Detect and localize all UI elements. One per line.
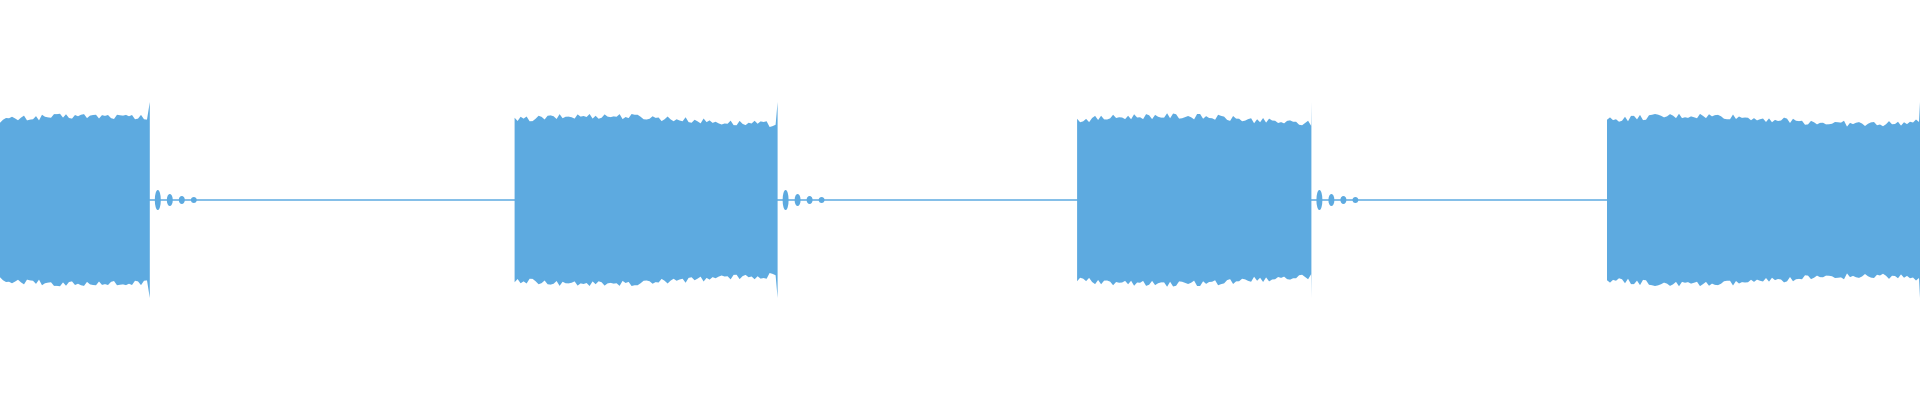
waveform-decay-blip [166,194,173,206]
waveform-decay-blip [1316,190,1323,210]
waveform-decay-blip [1340,196,1347,204]
waveform-decay-blip [190,197,197,203]
waveform-decay-blip [154,190,161,210]
waveform-decay-blip [782,190,789,210]
waveform-decay-blip [794,194,801,206]
waveform-segment [0,102,150,298]
waveform-segment [514,102,778,298]
waveform-decay-blip [1328,194,1335,206]
waveform-segments [0,102,1920,298]
waveform-decay-blip [818,197,825,203]
waveform-decay-blip [806,196,813,204]
waveform-segment [1077,102,1312,298]
waveform-decay-blip [178,196,185,204]
waveform-segment [1607,102,1920,298]
waveform-decay-blip [1352,197,1359,203]
